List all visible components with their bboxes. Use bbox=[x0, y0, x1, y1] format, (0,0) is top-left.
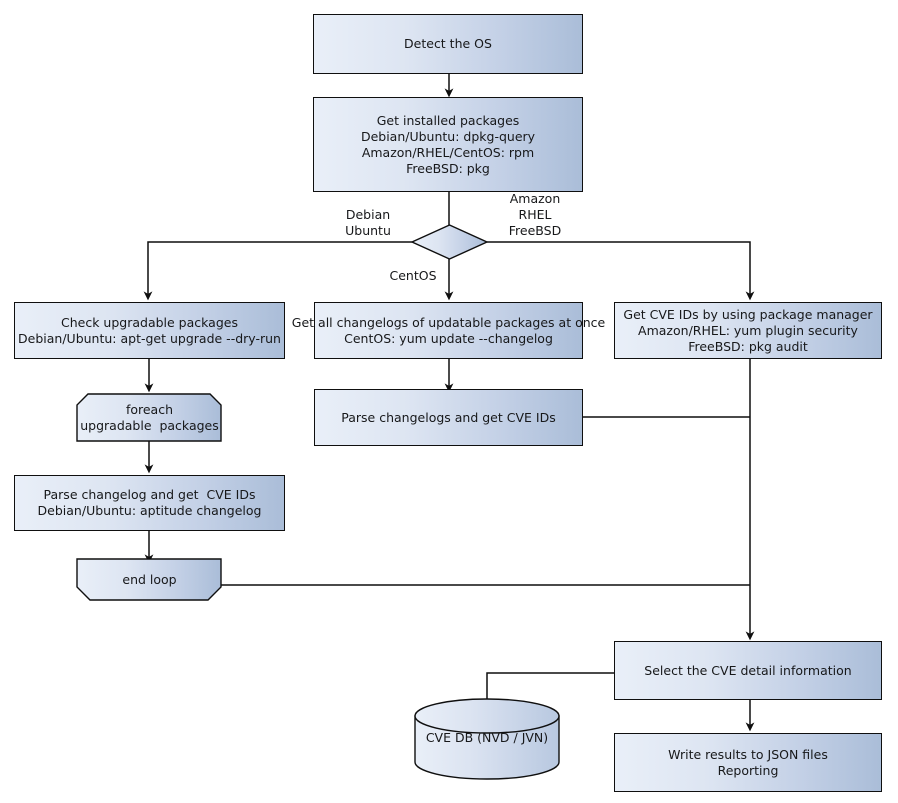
node-get-installed-packages[interactable]: Get installed packages Debian/Ubuntu: dp… bbox=[313, 97, 583, 192]
node-get-cve-ids-package-manager-label: Get CVE IDs by using package manager Ama… bbox=[623, 306, 873, 354]
node-parse-changelog-single-label: Parse changelog and get CVE IDs Debian/U… bbox=[37, 487, 262, 518]
os-decision-diamond bbox=[410, 224, 489, 260]
node-get-cve-ids-package-manager[interactable]: Get CVE IDs by using package manager Ama… bbox=[614, 302, 882, 359]
edge-label-debian-ubuntu: Debian Ubuntu bbox=[345, 207, 391, 238]
node-get-all-changelogs-label: Get all changelogs of updatable packages… bbox=[291, 314, 606, 346]
node-detect-os[interactable]: Detect the OS bbox=[313, 14, 583, 74]
node-detect-os-label: Detect the OS bbox=[404, 36, 492, 51]
node-end-loop-label: end loop bbox=[122, 571, 177, 587]
node-write-results-label: Write results to JSON files Reporting bbox=[668, 746, 828, 778]
node-parse-changelogs-multi-label: Parse changelogs and get CVE IDs bbox=[341, 409, 556, 425]
foreach-loop-shape bbox=[76, 393, 222, 442]
node-check-upgradable-packages-label: Check upgradable packages Debian/Ubuntu:… bbox=[18, 314, 281, 346]
cve-db-shape bbox=[414, 698, 560, 780]
edge-select-to-db bbox=[486, 672, 616, 707]
node-select-cve-detail[interactable]: Select the CVE detail information bbox=[614, 641, 882, 700]
node-check-upgradable-packages[interactable]: Check upgradable packages Debian/Ubuntu:… bbox=[14, 302, 285, 359]
node-end-loop[interactable]: end loop bbox=[77, 559, 222, 600]
edge-label-centos: CentOS bbox=[389, 268, 437, 283]
node-parse-changelogs-multi[interactable]: Parse changelogs and get CVE IDs bbox=[314, 389, 583, 446]
node-parse-changelog-single[interactable]: Parse changelog and get CVE IDs Debian/U… bbox=[14, 475, 285, 531]
node-cve-db[interactable]: CVE DB (NVD / JVN) bbox=[415, 722, 559, 754]
node-cve-db-label: CVE DB (NVD / JVN) bbox=[425, 730, 549, 745]
edge-decision-right bbox=[487, 241, 755, 301]
node-get-all-changelogs[interactable]: Get all changelogs of updatable packages… bbox=[292, 302, 605, 359]
edge-label-amazon-rhel-freebsd: Amazon RHEL FreeBSD bbox=[508, 191, 562, 238]
node-write-results[interactable]: Write results to JSON files Reporting bbox=[614, 733, 882, 792]
end-loop-shape bbox=[76, 558, 222, 601]
node-select-cve-detail-label: Select the CVE detail information bbox=[644, 662, 852, 678]
node-foreach-loop-label: foreach upgradable packages bbox=[80, 402, 219, 433]
node-foreach-loop[interactable]: foreach upgradable packages bbox=[77, 394, 222, 442]
node-get-installed-packages-label: Get installed packages Debian/Ubuntu: dp… bbox=[360, 112, 536, 176]
edge-decision-left bbox=[143, 241, 412, 301]
